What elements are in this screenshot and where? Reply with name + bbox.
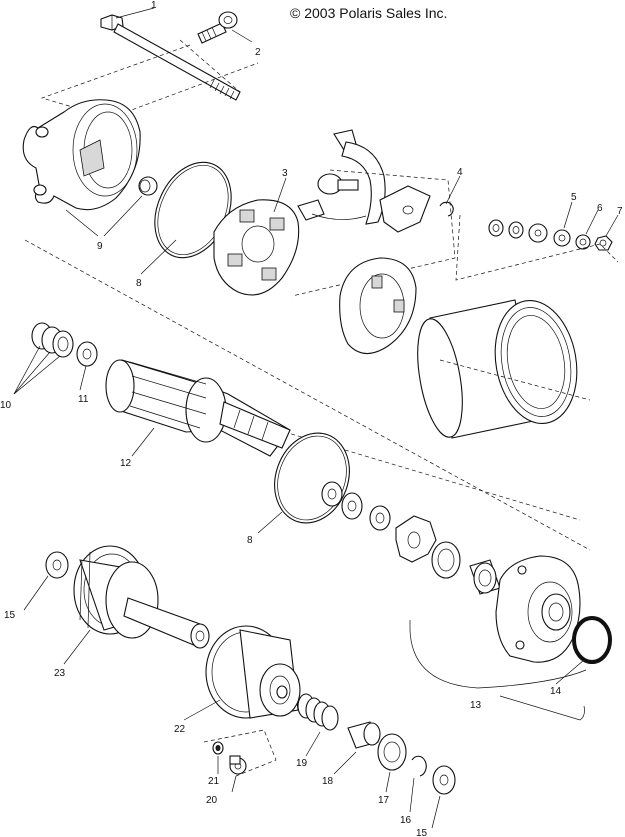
- bushing-9: [138, 176, 158, 196]
- callout-16: 16: [400, 815, 412, 826]
- callout-22: 22: [174, 724, 186, 735]
- washer-11: [76, 341, 98, 367]
- drive-gear-assembly: [205, 625, 301, 719]
- callout-15-upper: 15: [4, 610, 16, 621]
- callout-11: 11: [78, 394, 89, 405]
- front-housing: [495, 555, 581, 663]
- callout-21: 21: [208, 776, 220, 787]
- bearing-17: [377, 733, 407, 771]
- shim-stack: [31, 322, 74, 358]
- callout-7: 7: [617, 206, 623, 217]
- callout-5: 5: [571, 192, 577, 203]
- callout-4: 4: [457, 167, 463, 178]
- retaining-clip-4: [439, 201, 454, 217]
- callout-3: 3: [282, 168, 288, 179]
- brush-holder-assembly: [297, 129, 431, 233]
- leader-lines: [13, 7, 619, 829]
- bearing: [431, 541, 461, 579]
- bracket-13: [409, 620, 587, 689]
- callout-1: 1: [151, 0, 157, 11]
- terminal-hardware: [488, 219, 613, 251]
- screw: [197, 11, 238, 44]
- washer-15b: [432, 765, 456, 795]
- clip-16: [411, 755, 427, 777]
- callout-9: 9: [97, 241, 103, 252]
- callout-8-lower: 8: [247, 535, 253, 546]
- brush-ring: [339, 257, 417, 355]
- sleeve-18: [347, 721, 381, 749]
- o-ring-14: [572, 616, 612, 664]
- carrier-plate: [395, 515, 437, 563]
- callout-10: 10: [0, 400, 12, 411]
- callout-15-lower: 15: [416, 828, 428, 837]
- bushing-21: [212, 741, 224, 755]
- callout-13: 13: [470, 700, 482, 711]
- callout-18: 18: [322, 776, 334, 787]
- callout-23: 23: [54, 668, 66, 679]
- callout-12: 12: [120, 458, 132, 469]
- callout-2: 2: [255, 47, 261, 58]
- callout-19: 19: [296, 758, 308, 769]
- shaft-washers: [321, 481, 391, 531]
- end-cover: [22, 99, 141, 211]
- through-bolt: [100, 14, 241, 101]
- washer-15a: [45, 551, 69, 579]
- motor-housing: [417, 299, 591, 439]
- bolt-20: [229, 755, 247, 775]
- callout-17: 17: [378, 795, 390, 806]
- callout-8-upper: 8: [136, 278, 142, 289]
- armature: [105, 359, 291, 457]
- callout-6: 6: [597, 203, 603, 214]
- copyright-notice: © 2003 Polaris Sales Inc.: [290, 5, 447, 21]
- callout-14: 14: [550, 686, 562, 697]
- spring-19: [297, 693, 339, 731]
- needle-bearing: [469, 559, 501, 595]
- pinion-shaft-assembly: [73, 545, 210, 649]
- callout-20: 20: [206, 795, 218, 806]
- brush-plate: [213, 199, 300, 296]
